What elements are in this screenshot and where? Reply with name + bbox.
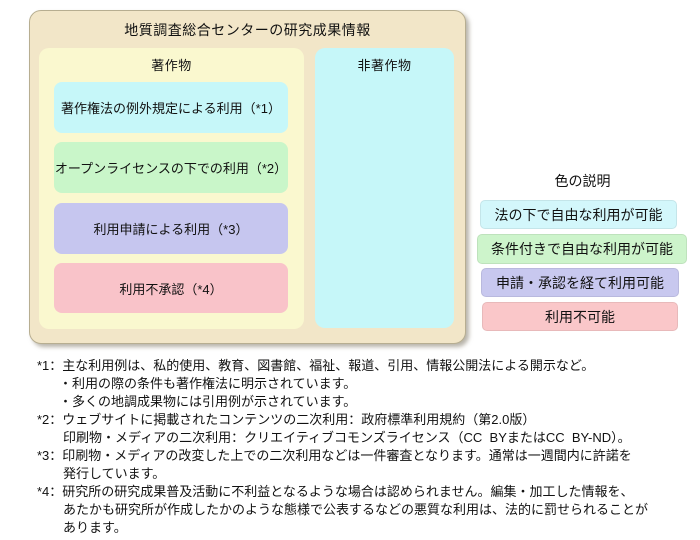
footnote-line: あります。	[63, 520, 127, 535]
footnote-line: *4：研究所の研究成果普及活動に不利益となるような場合は認められません。編集・加…	[37, 484, 634, 499]
diagram-title: 地質調査総合センターの研究成果情報	[124, 22, 371, 38]
copyrighted-works-box: 著作物 著作権法の例外規定による利用（*1） オープンライセンスの下での利用（*…	[39, 48, 304, 329]
footnote-line: あたかも研究所が作成したかのような態様で公表するなどの悪質な利用は、法的に罰せら…	[63, 502, 649, 517]
usage-application-box: 利用申請による利用（*3）	[54, 203, 288, 254]
non-copyrighted-works-label: 非著作物	[357, 58, 412, 73]
footnote-line: 発行しています。	[63, 466, 166, 481]
legend-application-approval: 申請・承認を経て利用可能	[481, 268, 679, 297]
legend-free-by-law: 法の下で自由な利用が可能	[480, 200, 677, 229]
copyrighted-works-label: 著作物	[151, 58, 192, 73]
legend-title: 色の説明	[554, 173, 611, 189]
usage-open-license-box: オープンライセンスの下での利用（*2）	[54, 142, 288, 193]
footnote-line: *2：ウェブサイトに掲載されたコンテンツの二次利用：政府標準利用規約（第2.0版…	[37, 412, 536, 427]
non-copyrighted-works-box: 非著作物	[315, 48, 454, 328]
footnote-line: ・利用の際の条件も著作権法に明示されています。	[59, 376, 357, 391]
usage-copyright-exception-box: 著作権法の例外規定による利用（*1）	[54, 82, 288, 133]
legend-free-with-conditions: 条件付きで自由な利用が可能	[477, 234, 687, 264]
footnote-line: *3：印刷物・メディアの改変した上での二次利用などは一件審査となります。通常は一…	[37, 448, 632, 463]
legend-not-usable: 利用不可能	[482, 302, 678, 331]
footnote-line: *1：主な利用例は、私的使用、教育、図書館、福祉、報道、引用、情報公開法による開…	[37, 358, 595, 373]
footnote-line: ・多くの地調成果物には引用例が示されています。	[59, 394, 357, 409]
footnote-line: 印刷物・メディアの二次利用：クリエイティブコモンズライセンス（CC BYまたはC…	[63, 430, 631, 445]
usage-not-approved-box: 利用不承認（*4）	[54, 263, 288, 313]
footnotes: *1：主な利用例は、私的使用、教育、図書館、福祉、報道、引用、情報公開法による開…	[0, 357, 700, 537]
